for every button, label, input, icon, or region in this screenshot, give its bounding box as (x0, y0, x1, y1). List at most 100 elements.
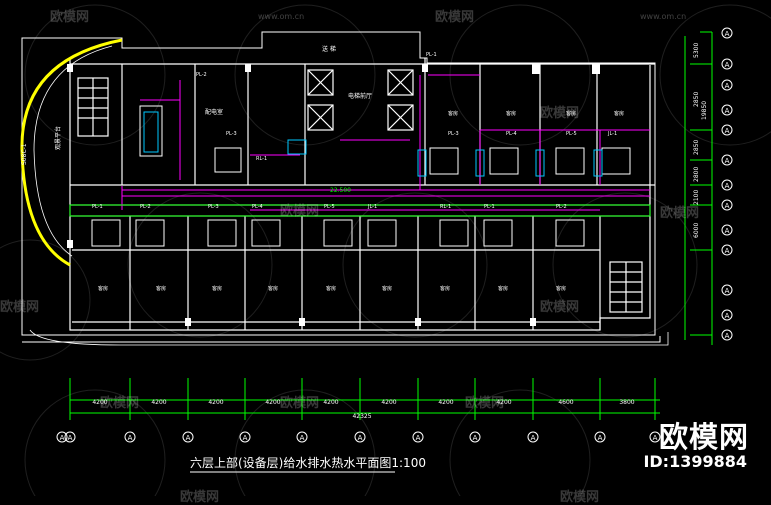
pipe-code-label: PL-5 (324, 204, 335, 210)
pipe-code-label: JL-1 (367, 204, 377, 210)
dimension-label: 4200 (151, 399, 166, 406)
dimension-label: 2850 (693, 92, 700, 107)
pipe-code-label: PL-2 (196, 72, 207, 78)
watermark-brand: 欧模网 (50, 10, 90, 25)
axis-bubble-label: A (128, 434, 133, 442)
guest-room-label: 客房 (268, 285, 278, 292)
axis-bubble (469, 431, 481, 443)
dimension-label: 4200 (265, 399, 280, 406)
axis-bubble-label: A (725, 182, 730, 190)
axis-bubble-label: A (300, 434, 305, 442)
label-lift-top: 送 梯 (322, 45, 336, 53)
guest-room-label: 客房 (448, 110, 458, 117)
axis-bubble (56, 431, 68, 443)
fixture-accents (143, 111, 603, 177)
watermark-brand: 欧模网 (435, 10, 475, 25)
dimension-label: 2850 (693, 140, 700, 155)
guest-room-label: 客房 (566, 110, 576, 117)
dimension-label: 4200 (381, 399, 396, 406)
watermark-brand: 欧模网 (280, 204, 320, 219)
corridor-green (69, 204, 651, 217)
axis-bubble (182, 431, 194, 443)
axis-bubble-label: A (243, 434, 248, 442)
guest-room-label: 客房 (440, 285, 450, 292)
pipe-code-label: PL-3 (226, 131, 237, 137)
label-viewing-platform: 观景平台 (54, 126, 62, 150)
dimension-label: 6000 (693, 223, 700, 238)
dimension-label: 4200 (92, 399, 107, 406)
axis-bubble-label: A (725, 227, 730, 235)
label-stair-code: S08C-1 (21, 143, 28, 165)
label-elevation: 22.500 (330, 187, 351, 194)
bottom-total-dimension: 42325 (352, 413, 371, 420)
axis-bubble-label: A (68, 434, 73, 442)
pipe-code-label: RL-1 (440, 204, 451, 210)
axis-bubble-label: A (653, 434, 658, 442)
pipe-code-label: PL-4 (252, 204, 263, 210)
model-id-label: ID:1399884 (643, 452, 747, 471)
pipe-code-label: PL-1 (426, 52, 437, 58)
pipe-code-label: PL-2 (140, 204, 151, 210)
pipe-code-label: PL-3 (208, 204, 219, 210)
axis-bubble-label: A (725, 287, 730, 295)
axis-bubble-label: A (598, 434, 603, 442)
axis-bubble (721, 179, 733, 191)
axis-bubble (721, 309, 733, 321)
axis-bubble (594, 431, 606, 443)
axis-bubble-label: A (725, 127, 730, 135)
axis-bubble-label: A (531, 434, 536, 442)
label-equipment-room: 配电室 (205, 108, 223, 116)
axis-bubble (721, 27, 733, 39)
bottom-axis (69, 378, 660, 420)
dimension-label: 4200 (323, 399, 338, 406)
axis-bubble-label: A (358, 434, 363, 442)
pipe-code-label: PL-5 (566, 131, 577, 137)
axis-bubble (721, 224, 733, 236)
watermark-brand: 欧模网 (660, 206, 700, 221)
watermark-brand: 欧模网 (100, 396, 140, 411)
guest-room-label: 客房 (498, 285, 508, 292)
axis-bubble (124, 431, 136, 443)
guest-room-label: 客房 (156, 285, 166, 292)
pipe-code-label: PL-3 (448, 131, 459, 137)
guest-room-labels: 客房客房客房客房客房客房客房客房客房客房客房客房客房 (98, 110, 624, 292)
pipe-code-label: JL-1 (607, 131, 617, 137)
watermark-url: www.om.cn (640, 12, 687, 21)
dimension-label: 5300 (693, 43, 700, 58)
axis-bubble-label: A (725, 82, 730, 90)
axis-bubble (527, 431, 539, 443)
label-lift-lobby: 电梯前厅 (348, 92, 372, 100)
right-axis (684, 31, 713, 345)
pipe-code-label: PL-1 (92, 204, 103, 210)
axis-bubble (296, 431, 308, 443)
axis-bubble-label: A (725, 312, 730, 320)
axis-bubble (721, 284, 733, 296)
pipe-code-label: RL-1 (256, 156, 267, 162)
guest-room-label: 客房 (382, 285, 392, 292)
watermark-brand: 欧模网 (280, 396, 320, 411)
dimension-label: 2800 (693, 167, 700, 182)
axis-bubble-label: A (725, 61, 730, 69)
axis-bubble (721, 104, 733, 116)
axis-bubble-label: A (60, 434, 65, 442)
watermark-url: www.om.cn (258, 12, 305, 21)
axis-bubble (721, 154, 733, 166)
axis-bubble (721, 329, 733, 341)
brand-watermark-large: 欧模网 (658, 420, 749, 454)
pipe-code-label: PL-4 (506, 131, 517, 137)
axis-bubble (721, 199, 733, 211)
axis-bubble (721, 58, 733, 70)
guest-room-label: 客房 (556, 285, 566, 292)
structural-columns (67, 64, 600, 326)
dimension-label: 2100 (693, 190, 700, 205)
dimension-label: 4200 (208, 399, 223, 406)
pipe-code-label: PL-1 (484, 204, 495, 210)
watermark-brand: 欧模网 (465, 396, 505, 411)
axis-bubble-label: A (725, 332, 730, 340)
right-total-dimension: 19850 (701, 101, 708, 120)
axis-bubble (721, 124, 733, 136)
